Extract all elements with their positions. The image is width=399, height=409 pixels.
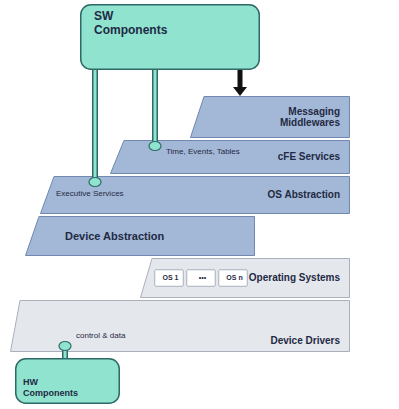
node-label: OS n [226, 274, 242, 282]
node-label: HW Components [23, 377, 93, 398]
software-box: SW Components [80, 4, 260, 70]
connector [89, 70, 101, 187]
connector-label: Executive Services [55, 190, 125, 199]
os-box: ••• [186, 269, 216, 287]
layer-band: Device Abstraction [25, 216, 255, 256]
node-label: Messaging Middlewares [260, 106, 340, 129]
os-box: OS n [218, 269, 248, 287]
connector [233, 70, 247, 96]
node-label: OS Abstraction [268, 189, 340, 201]
hardware-box: HW Components [15, 358, 120, 404]
connector [149, 70, 161, 151]
connector-label: control & data [75, 332, 126, 341]
node-label: OS 1 [163, 274, 179, 282]
node-label: Device Abstraction [65, 230, 164, 243]
node-label: cFE Services [278, 151, 340, 163]
os-box: OS 1 [154, 269, 184, 287]
connector [59, 342, 71, 359]
layer-band: Messaging Middlewares [190, 96, 350, 138]
node-label: Device Drivers [271, 335, 341, 347]
node-label: SW Components [94, 10, 174, 38]
node-label: Operating Systems [249, 272, 340, 284]
layer-band: cFE Services [110, 140, 350, 174]
node-label: ••• [199, 274, 206, 282]
connector-label: Time, Events, Tables [165, 148, 241, 157]
layer-band: Operating Systems OS 1 ••• OS n [140, 258, 350, 298]
